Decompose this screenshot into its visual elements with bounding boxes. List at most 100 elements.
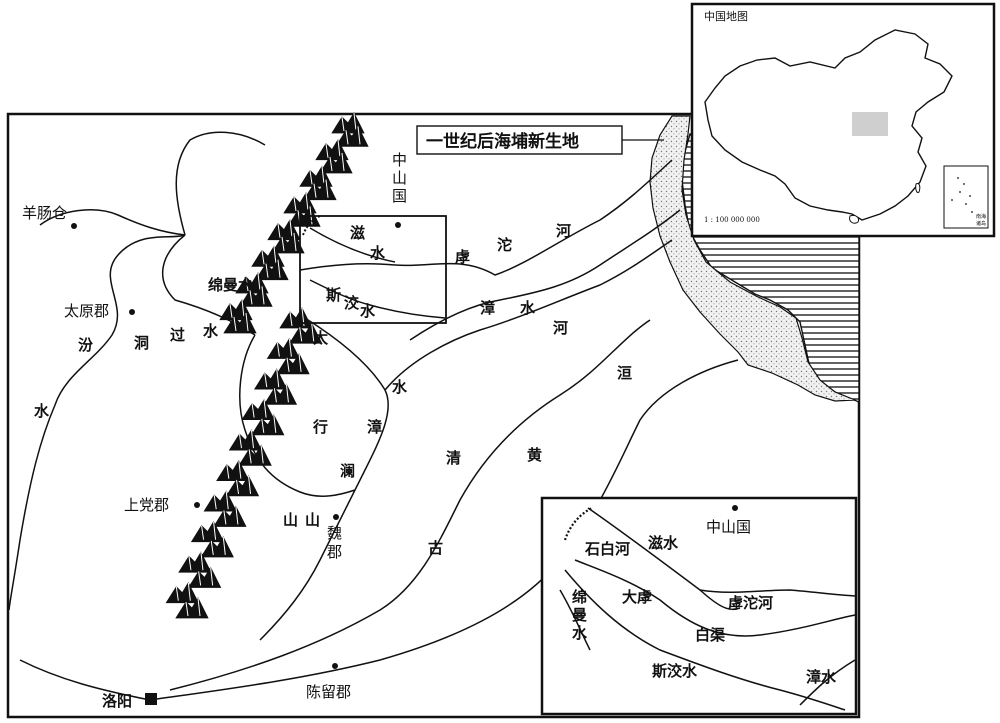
inset-label-zhang: 漳水	[806, 668, 837, 686]
mountain-highlight	[249, 286, 265, 305]
place-dot-wei	[333, 514, 339, 520]
taihang-mountains	[165, 112, 369, 619]
label-hutuo-2: 沱	[497, 236, 512, 254]
mountain-highlight	[188, 552, 204, 571]
china-outline	[704, 29, 953, 221]
label-dongguo-3: 水	[203, 322, 219, 340]
mountain-highlight	[248, 445, 264, 464]
mountain-highlight	[238, 430, 254, 449]
label-hutuo-3: 河	[556, 222, 571, 240]
mountain-highlight	[329, 152, 345, 172]
mountain-highlight	[325, 139, 341, 158]
place-zhongshan-2: 山	[392, 169, 407, 187]
label-tai: 太	[313, 329, 329, 347]
inset-label-sijiao: 斯洨水	[652, 662, 698, 680]
inset-river-si	[564, 569, 846, 711]
place-dot-chenliu	[332, 663, 338, 669]
mountain-highlight	[185, 597, 201, 617]
inset-label-mianman-2: 曼	[572, 606, 587, 624]
inset-label-mianman-3: 水	[572, 624, 588, 642]
mountain-highlight	[245, 272, 261, 292]
label-zhang-3: 澜	[340, 462, 355, 480]
study-area-highlight	[852, 112, 888, 136]
mountain-highlight	[313, 179, 329, 198]
mountain-highlight	[201, 521, 217, 540]
place-marker-luoyang	[145, 693, 157, 705]
inset-detail-frame	[540, 496, 858, 716]
mountain-highlight	[281, 232, 297, 252]
inset-river-zi	[587, 507, 741, 611]
labels: 汾 洞 过 水 水 绵曼水 滋 水 斯 洨 水 虖 沱 河 漳 水 河 洹 太 …	[34, 222, 632, 557]
inset-river-hutuo	[699, 589, 856, 597]
inset-label-baiqu: 白渠	[695, 626, 725, 644]
place-chenliu: 陈留郡	[306, 683, 351, 701]
inset-label-mianman-1: 绵	[572, 588, 587, 606]
label-dongguo-1: 洞	[134, 334, 149, 352]
mountain-highlight	[251, 399, 267, 418]
label-dongguo-2: 过	[170, 326, 185, 344]
label-zhang-lower2: 漳	[367, 418, 382, 436]
river-east-outer	[175, 131, 266, 236]
inset-place-dot	[732, 505, 738, 511]
place-dot-taiyuan	[129, 309, 135, 315]
river-zhang	[259, 317, 389, 641]
places: 羊肠仓 太原郡 上党郡 中 山 国 魏 郡 陈留郡 洛阳	[22, 151, 407, 710]
label-si-2: 洨	[344, 294, 360, 312]
place-dot-yangchangcang	[71, 223, 77, 229]
label-qing: 清	[446, 449, 461, 467]
river-yellow	[149, 359, 739, 701]
label-old: 古	[428, 539, 443, 557]
label-mianman: 绵曼水	[208, 276, 254, 294]
mountain-highlight	[273, 384, 289, 403]
mountain-highlight	[264, 368, 280, 388]
label-zi-1: 滋	[350, 224, 365, 242]
inset-river-shibai	[574, 559, 856, 637]
mountain-highlight	[299, 323, 315, 342]
mountain-highlight	[261, 246, 277, 265]
label-hutuo-1: 虖	[455, 248, 470, 266]
label-zhang-1: 漳	[480, 299, 495, 317]
river-qingzhang	[384, 239, 673, 391]
place-wei-2: 郡	[327, 543, 342, 561]
mountain-highlight	[286, 353, 302, 372]
mountain-highlight	[226, 460, 242, 479]
nanhai-label: 南海	[976, 213, 986, 220]
hainan-island	[849, 215, 859, 224]
new-land-area	[649, 115, 856, 402]
taiwan-island	[915, 183, 921, 193]
label-hang: 行	[312, 418, 328, 436]
label-si-3: 水	[360, 302, 376, 320]
mountain-highlight	[233, 312, 249, 332]
rivers	[8, 131, 739, 701]
label-zhang-lower: 水	[392, 378, 408, 396]
inset-rivers	[559, 507, 856, 711]
mountain-highlight	[293, 192, 309, 212]
label-zhang-river: 河	[553, 319, 568, 337]
inset-china-scale: 1 : 100 000 000	[704, 216, 760, 224]
mountain-highlight	[198, 567, 214, 586]
mountain-highlight	[210, 536, 226, 556]
river-taiyuan-north	[39, 209, 186, 236]
place-zhongshan-1: 中	[392, 151, 407, 169]
river-fen	[8, 234, 186, 611]
inset-detail: 中山国 石白河 滋水 虖沱河 绵 曼 水 大虖 白渠 斯洨水 漳水	[540, 496, 858, 716]
inset-label-hutuo: 虖沱河	[728, 594, 773, 612]
river-hutuo	[299, 159, 673, 276]
place-luoyang: 洛阳	[102, 692, 132, 710]
label-si-1: 斯	[326, 286, 341, 304]
river-yellow-inner	[169, 319, 651, 691]
nanhai-islands	[951, 177, 973, 213]
mountain-highlight	[229, 299, 245, 318]
place-dot-shangdang	[194, 502, 200, 508]
detail-area-box	[299, 215, 447, 324]
place-wei-1: 魏	[327, 524, 342, 542]
place-dot-zhongshan	[395, 222, 401, 228]
label-shan-2: 山	[305, 511, 320, 529]
label-zhang-2: 水	[520, 299, 536, 317]
callout: 一世纪后海埔新生地	[416, 125, 664, 155]
mountain-highlight	[309, 166, 325, 185]
inset-label-shibai: 石白河	[584, 540, 630, 558]
place-zhongshan-3: 国	[392, 187, 407, 205]
label-yuan: 洹	[617, 364, 632, 382]
